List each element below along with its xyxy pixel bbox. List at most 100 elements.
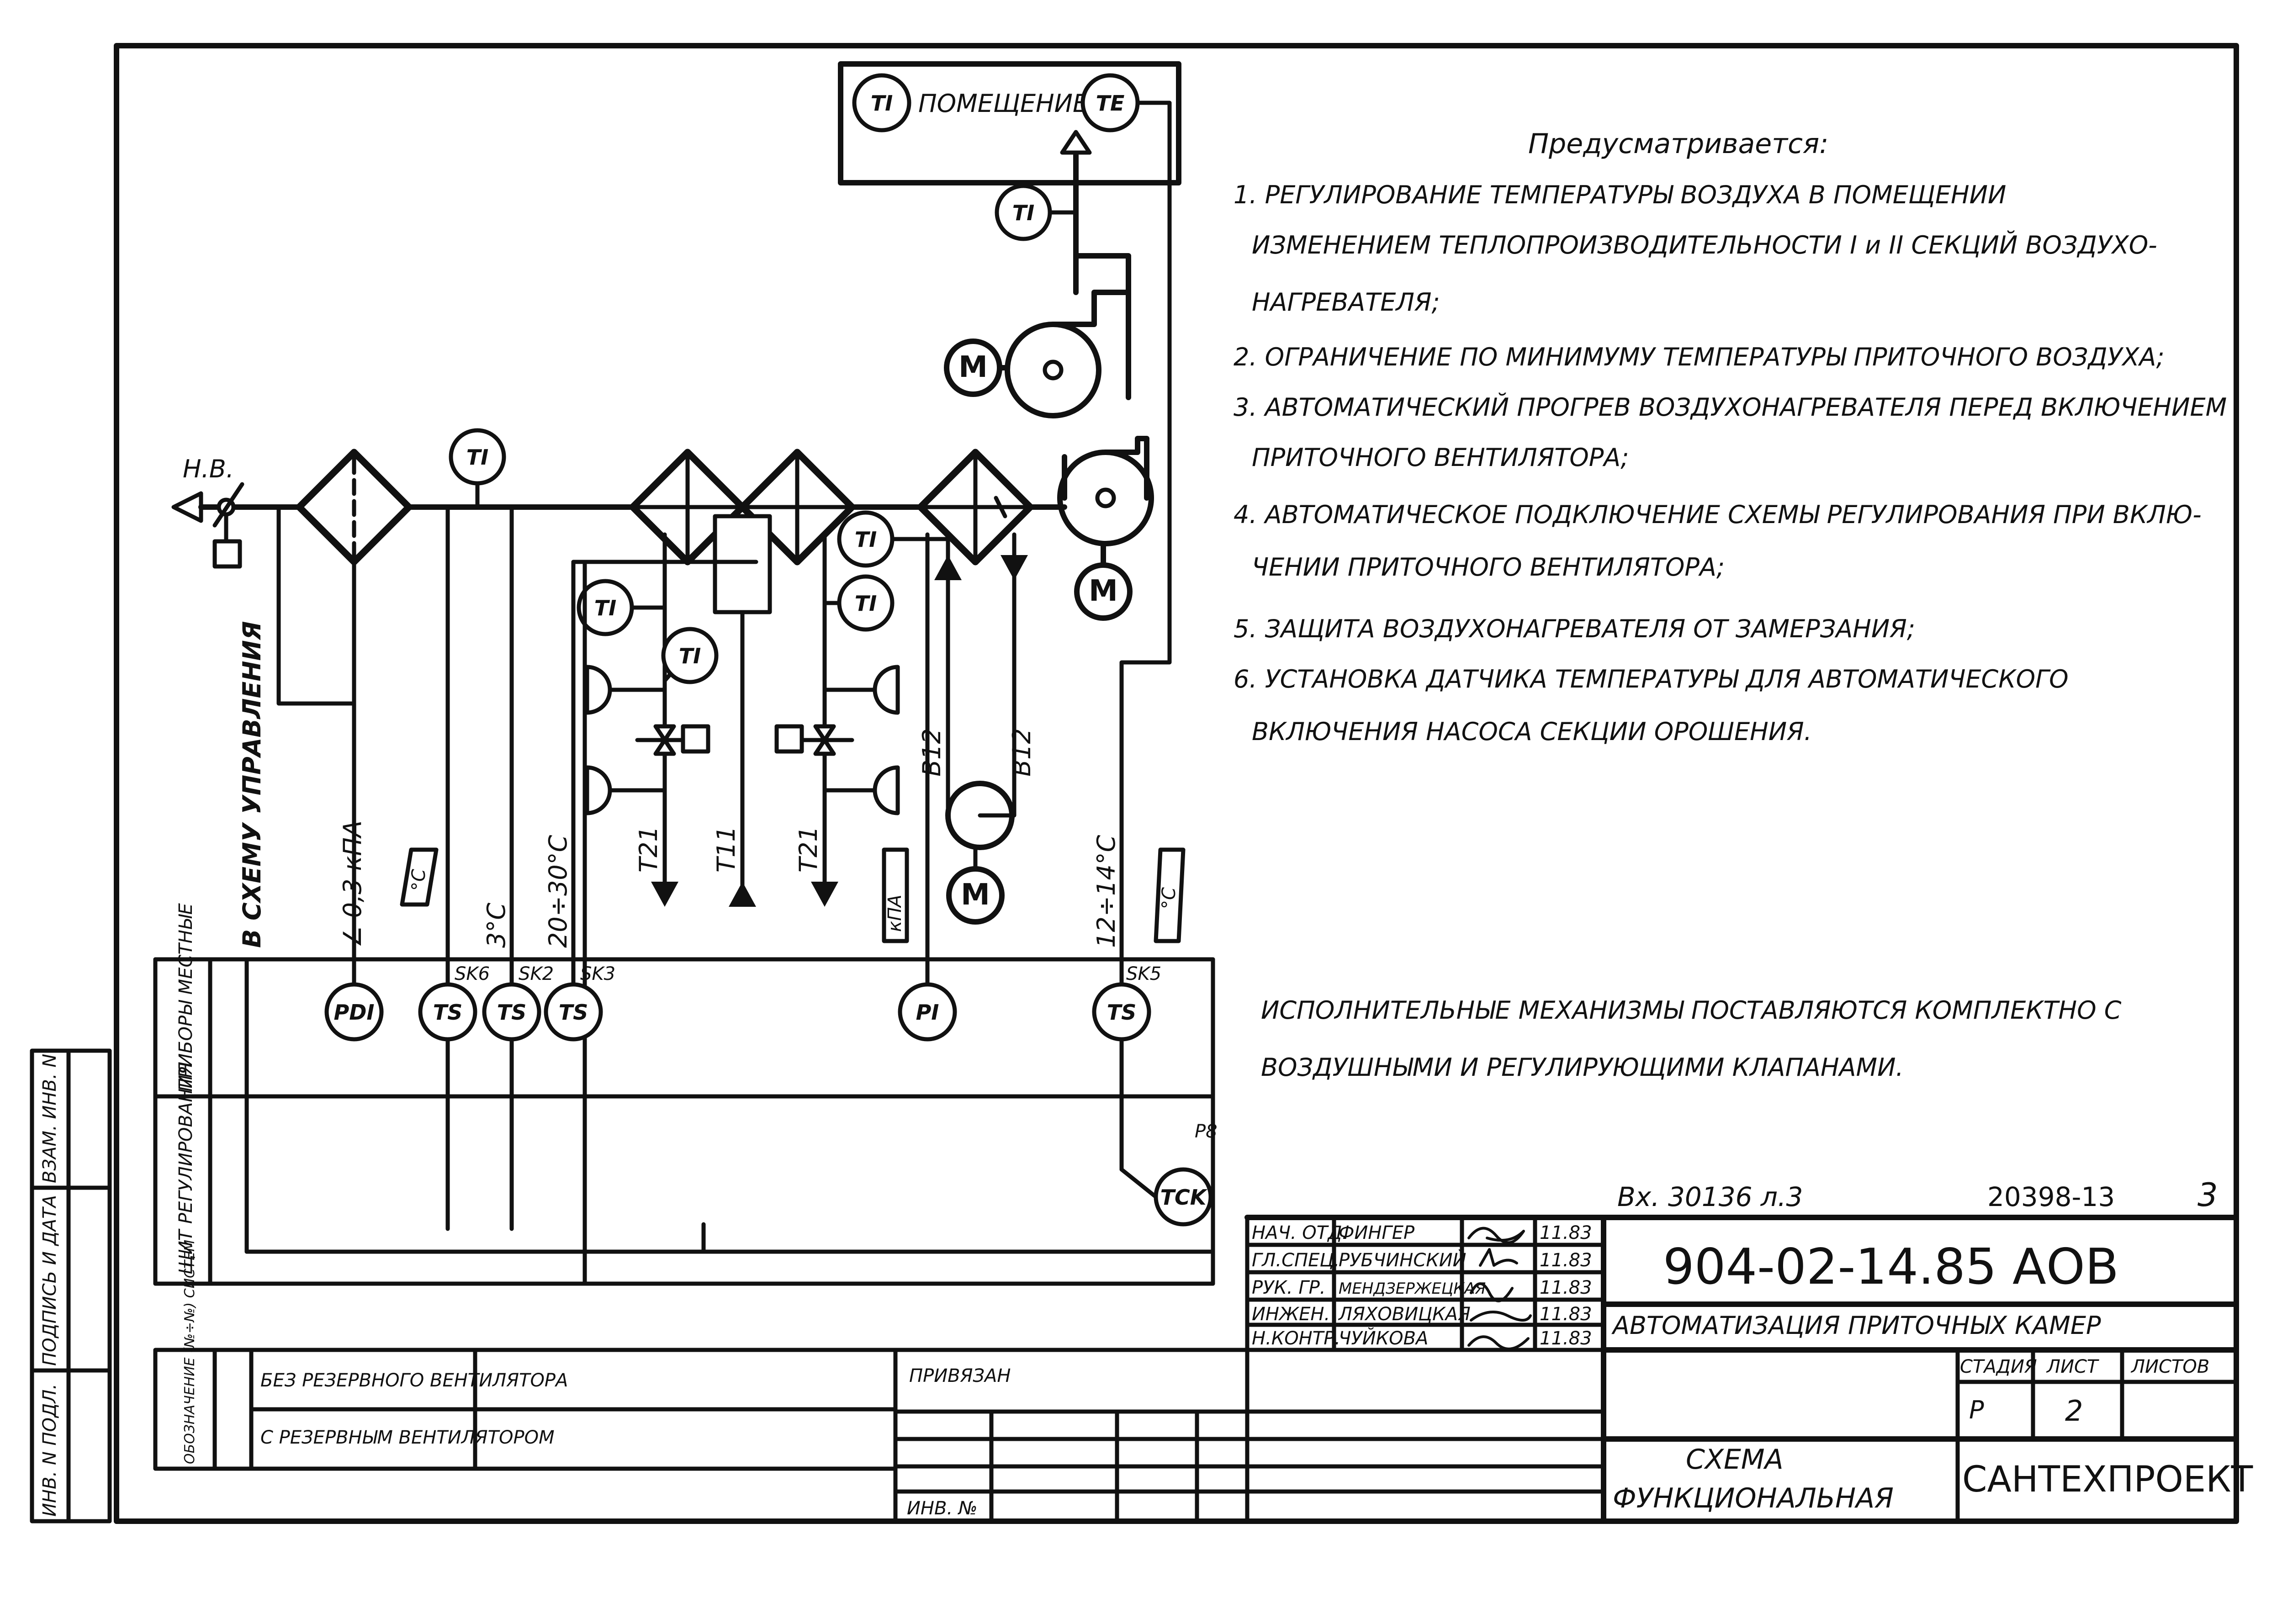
stamp-code: 904-02-14.85 АОВ [1663, 1238, 2119, 1296]
fan-upper [1005, 253, 1131, 418]
note-line-11: ВКЛЮЧЕНИЯ НАСОСА СЕКЦИИ ОРОШЕНИЯ. [1252, 717, 1812, 746]
notes-heading: Предусматривается: [1528, 128, 1828, 160]
actuators-note-1: ИСПОЛНИТЕЛЬНЫЕ МЕХАНИЗМЫ ПОСТАВЛЯЮТСЯ КО… [1261, 996, 2122, 1025]
line-label-b12-right: B12 [1007, 728, 1036, 777]
valve-actuator-left [585, 665, 710, 815]
name-5: ЧУЙКОВА [1339, 1327, 1428, 1349]
pi-label: PI [916, 1000, 939, 1025]
motor-lower: M [1074, 541, 1133, 621]
ts-sk6-circle [418, 982, 477, 1042]
signature-icon [1479, 1248, 1518, 1267]
valve-actuator-right [774, 665, 900, 815]
actuators-note-2: ВОЗДУШНЫМИ И РЕГУЛИРУЮЩИМИ КЛАПАНАМИ. [1261, 1053, 1904, 1082]
note-line-10: 6. УСТАНОВКА ДАТЧИКА ТЕМПЕРАТУРЫ ДЛЯ АВТ… [1234, 665, 2069, 693]
role-3: РУК. ГР. [1252, 1277, 1325, 1298]
supply-arrow-icon [1060, 130, 1092, 155]
motor-upper: M [944, 339, 1010, 397]
side-label-inv-podl: ИНВ. N ПОДЛ. [39, 1384, 60, 1517]
ti-main-label: TI [466, 445, 489, 470]
name-2: РУБЧИНСКИЙ [1339, 1249, 1467, 1271]
line-label-t11: T11 [712, 826, 741, 873]
range-indicator-1: °C [400, 847, 439, 907]
label-t3: 3°C [482, 903, 511, 948]
te-signal-line [1119, 101, 1172, 998]
variants-table: ОБОЗНАЧЕНИЕ (№÷№) СИСТЕМ БЕЗ РЕЗЕРВНОГО … [153, 1240, 898, 1471]
damper-label: Н.В. [183, 455, 234, 483]
date-3: 11.83 [1540, 1277, 1592, 1298]
note-line-2: ИЗМЕНЕНИЕМ ТЕПЛОПРОИЗВОДИТЕЛЬНОСТИ I и I… [1252, 231, 2157, 259]
role-5: Н.КОНТР. [1252, 1328, 1340, 1349]
room-ti-label: TI [871, 91, 893, 116]
stamp-drawing-1: СХЕМА [1686, 1444, 1784, 1476]
line-label-t21-left: T21 [634, 826, 663, 873]
note-line-8: ЧЕНИИ ПРИТОЧНОГО ВЕНТИЛЯТОРА; [1252, 553, 1725, 582]
t21-right-arrow-icon [811, 882, 838, 907]
row-label-local: ПРИБОРЫ МЕСТНЫЕ [175, 903, 196, 1092]
inv-label: ИНВ. № [907, 1498, 977, 1519]
t11-arrow-icon [729, 882, 756, 907]
stamp-number: 20398-13 [1987, 1181, 2115, 1212]
pdi-label: PDI [334, 1000, 374, 1025]
inlet-damper: Н.В. [171, 455, 245, 569]
pos-sk3: SK3 [580, 963, 615, 984]
variant-row-2: С РЕЗЕРВНЫМ ВЕНТИЛЯТОРОМ [260, 1427, 555, 1448]
pump-motor-label: M [961, 878, 990, 912]
name-3: МЕНДЗЕРЖЕЦКАЯ [1339, 1280, 1486, 1298]
ti-supply-label: TI [1012, 201, 1035, 225]
ti-heater-2-circle [661, 627, 719, 684]
t21-left-arrow-icon [651, 882, 678, 907]
instrument-rows: ПРИБОРЫ МЕСТНЫЕ ЩИТ РЕГУЛИРОВАНИЯ [153, 903, 1215, 1286]
role-2: ГЛ.СПЕЦ. [1252, 1250, 1340, 1271]
ts-sk5-circle [1092, 982, 1151, 1042]
pump-down-arrow-icon [1001, 555, 1028, 580]
ti-heater-3-label: TI [855, 591, 877, 616]
line-label-t21-right: T21 [794, 826, 823, 873]
pi-circle [898, 982, 957, 1042]
stamp-title: АВТОМАТИЗАЦИЯ ПРИТОЧНЫХ КАМЕР [1611, 1311, 2101, 1340]
signature-icon [1470, 1311, 1532, 1322]
filter [276, 449, 413, 706]
stamp-page: 3 [2197, 1176, 2218, 1214]
notes-block: Предусматривается: 1. РЕГУЛИРОВАНИЕ ТЕМП… [1234, 128, 2227, 1082]
signature-icon [1467, 1335, 1530, 1350]
stamp-ref: Вх. 30136 л.3 [1617, 1181, 1803, 1212]
note-line-3: НАГРЕВАТЕЛЯ; [1252, 288, 1440, 317]
room-label: ПОМЕЩЕНИЕ [918, 89, 1089, 118]
date-5: 11.83 [1540, 1328, 1592, 1349]
title-block: Вх. 30136 л.3 20398-13 3 904-02-14.85 АО… [893, 1176, 2253, 1524]
note-line-1: 1. РЕГУЛИРОВАНИЕ ТЕМПЕРАТУРЫ ВОЗДУХА В П… [1234, 180, 2006, 209]
note-line-9: 5. ЗАЩИТА ВОЗДУХОНАГРЕВАТЕЛЯ ОТ ЗАМЕРЗАН… [1234, 614, 1915, 643]
range-indicator-1-label: °C [408, 869, 429, 891]
ts-sk3-label: TS [559, 1000, 588, 1025]
signature-icon [1467, 1227, 1525, 1244]
date-1: 11.83 [1540, 1222, 1592, 1243]
ts-sk2-label: TS [497, 1000, 527, 1025]
note-line-7: 4. АВТОМАТИЧЕСКОЕ ПОДКЛЮЧЕНИЕ СХЕМЫ РЕГУ… [1234, 500, 2202, 529]
note-line-5: 3. АВТОМАТИЧЕСКИЙ ПРОГРЕВ ВОЗДУХОНАГРЕВА… [1234, 393, 2227, 422]
ts-sk6-label: TS [433, 1000, 463, 1025]
range-indicator-2-label: °C [1159, 887, 1180, 909]
heater-drain-box [713, 514, 772, 614]
variants-header: ОБОЗНАЧЕНИЕ (№÷№) СИСТЕМ [182, 1240, 198, 1464]
tied-label: ПРИВЯЗАН [909, 1365, 1011, 1386]
stamp-sheet-header: ЛИСТ [2046, 1356, 2100, 1377]
irrigation-pump: M B12 B12 [917, 728, 1036, 925]
range-indicator-2: °C [1154, 847, 1186, 943]
ti-heater-1-label: TI [594, 596, 617, 620]
label-pressure: ∠ 0,3 кПА [338, 820, 367, 948]
stamp-drawing-2: ФУНКЦИОНАЛЬНАЯ [1613, 1482, 1894, 1514]
stamp-sheets-header: ЛИСТОВ [2130, 1356, 2209, 1377]
date-4: 11.83 [1540, 1304, 1592, 1325]
stamp-org: САНТЕХПРОЕКТ [1962, 1459, 2253, 1500]
outer-frame [114, 43, 2239, 1524]
pos-p8: P8 [1195, 1121, 1218, 1142]
room-box: TI ПОМЕЩЕНИЕ TE [838, 61, 1181, 259]
ts-sk5-label: TS [1107, 1000, 1137, 1025]
role-1: НАЧ. ОТД. [1252, 1222, 1348, 1243]
note-line-6: ПРИТОЧНОГО ВЕНТИЛЯТОРА; [1252, 443, 1629, 472]
stamp-stage-header: СТАДИЯ [1960, 1356, 2037, 1377]
room-te-label: TE [1096, 91, 1125, 116]
pos-sk5: SK5 [1126, 963, 1161, 984]
ti-heater-4-label: TI [855, 527, 877, 552]
